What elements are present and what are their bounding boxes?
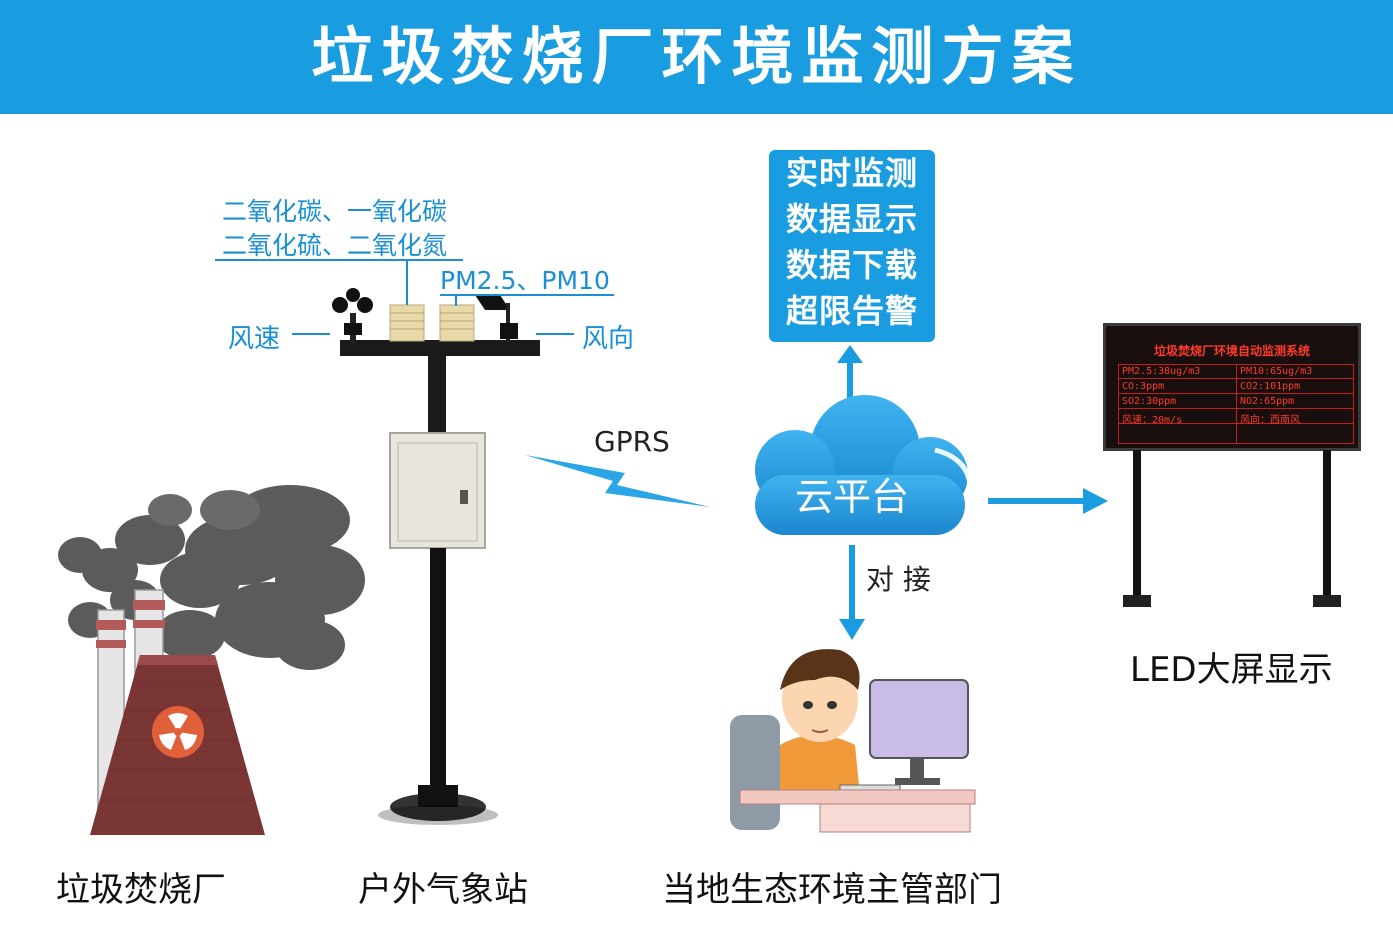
weather-station-illustration <box>332 288 540 825</box>
led-display-board: 垃圾焚烧厂环境自动监测系统 PM2.5:38ug/m3 PM10:65ug/m3… <box>1103 323 1361 451</box>
led-title: 垃圾焚烧厂环境自动监测系统 <box>1153 344 1310 358</box>
cloud-platform-label: 云平台 <box>794 475 909 519</box>
anemometer-icon <box>332 288 373 343</box>
louver-sensor-icon <box>389 304 475 342</box>
led-cell: 风速：20m/s <box>1122 415 1183 426</box>
wind-direction-leader-line <box>536 333 574 335</box>
gprs-lightning-icon <box>525 455 710 507</box>
led-cell: SO2:30ppm <box>1122 396 1177 407</box>
caption-plant: 垃圾焚烧厂 <box>56 870 226 910</box>
arrow-down-icon <box>839 545 865 640</box>
wind-speed-leader-line <box>292 333 330 335</box>
function-data-download: 数据下载 <box>785 246 918 284</box>
led-cell: NO2:65ppm <box>1240 396 1295 407</box>
gas-label-line-2: 二氧化硫、二氧化氮 <box>222 231 448 260</box>
incineration-plant-illustration <box>58 485 365 835</box>
caption-department: 当地生态环境主管部门 <box>662 870 1002 910</box>
caption-led: LED大屏显示 <box>1130 650 1333 690</box>
wind-speed-label: 风速 <box>228 324 281 354</box>
pm-underline <box>440 294 614 296</box>
staff-at-computer-illustration <box>730 649 976 833</box>
wind-direction-label: 风向 <box>582 324 635 354</box>
header-banner <box>0 0 1393 114</box>
led-data-grid: PM2.5:38ug/m3 PM10:65ug/m3 CO:3ppm CO2:1… <box>1118 364 1354 444</box>
page-title: 垃圾焚烧厂环境监测方案 <box>311 20 1082 93</box>
lock-icon <box>460 490 468 504</box>
function-overlimit-alarm: 超限告警 <box>785 292 918 330</box>
arrow-right-icon <box>988 488 1108 514</box>
pm-label: PM2.5、PM10 <box>440 266 610 295</box>
cloud-icon <box>755 395 974 535</box>
led-cell: CO:3ppm <box>1122 381 1165 392</box>
cloud-functions-panel: 实时监测 数据显示 数据下载 超限告警 <box>769 150 935 342</box>
chair-icon <box>730 715 780 830</box>
function-data-display: 数据显示 <box>785 200 918 238</box>
monitor-icon <box>869 679 969 759</box>
wind-vane-icon <box>475 295 518 343</box>
caption-weather-station: 户外气象站 <box>358 870 528 910</box>
docking-label: 对 接 <box>866 563 931 596</box>
control-box <box>389 432 486 549</box>
led-cell: CO2:101ppm <box>1240 381 1301 392</box>
pm-leader-line <box>455 294 457 306</box>
gas-leader-line <box>406 260 408 305</box>
led-cell: PM10:65ug/m3 <box>1240 366 1313 377</box>
gas-label-line-1: 二氧化碳、一氧化碳 <box>222 197 448 226</box>
led-cell: 风向：西南风 <box>1240 415 1300 426</box>
led-stand <box>1123 450 1341 607</box>
gas-underline <box>215 259 463 261</box>
arrow-up-icon <box>837 345 863 400</box>
function-realtime-monitoring: 实时监测 <box>785 154 918 192</box>
led-cell: PM2.5:38ug/m3 <box>1122 366 1201 377</box>
gprs-label: GPRS <box>594 425 670 458</box>
